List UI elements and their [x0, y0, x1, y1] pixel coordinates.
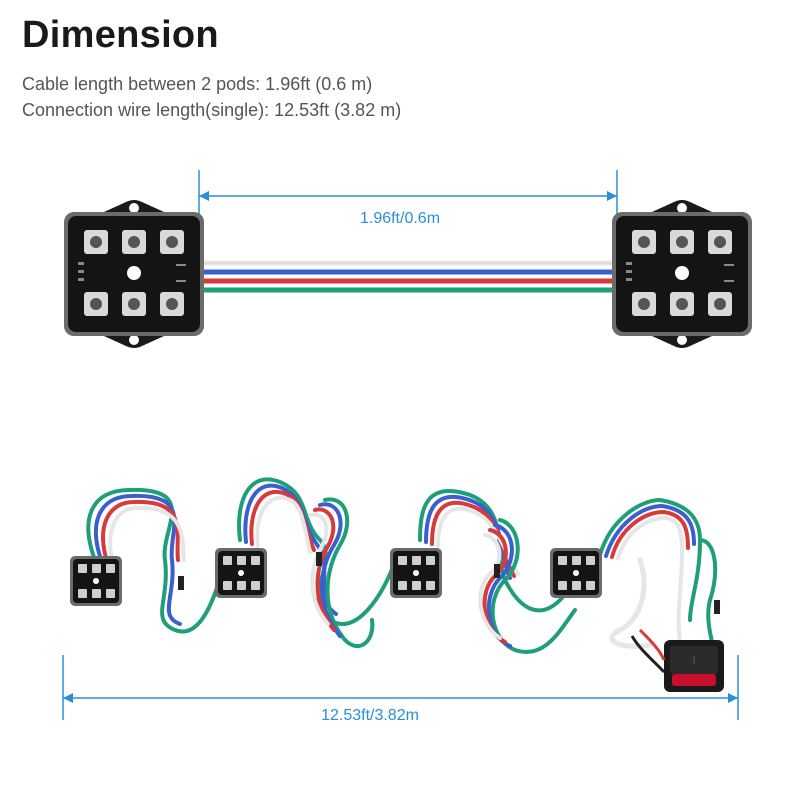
led-pod-icon	[550, 548, 602, 598]
led-pod-icon	[612, 200, 752, 348]
pod-spacing-label: 1.96ft/0.6m	[359, 210, 441, 227]
total-length-dimension-line	[62, 655, 739, 720]
wire-bundle-icon	[86, 477, 718, 657]
wire-bundle-icon	[182, 260, 638, 293]
spec-cable-length: Cable length between 2 pods: 1.96ft (0.6…	[22, 74, 373, 94]
rocker-switch-icon: |	[664, 640, 724, 692]
spec-wire-length: Connection wire length(single): 12.53ft …	[22, 100, 402, 120]
led-pod-icon	[70, 556, 122, 606]
led-pod-icon	[390, 548, 442, 598]
page-title: Dimension	[22, 14, 219, 56]
led-pod-icon	[64, 200, 204, 348]
svg-text:|: |	[693, 655, 695, 664]
led-pod-icon	[215, 548, 267, 598]
total-length-label: 12.53ft/3.82m	[321, 707, 419, 724]
